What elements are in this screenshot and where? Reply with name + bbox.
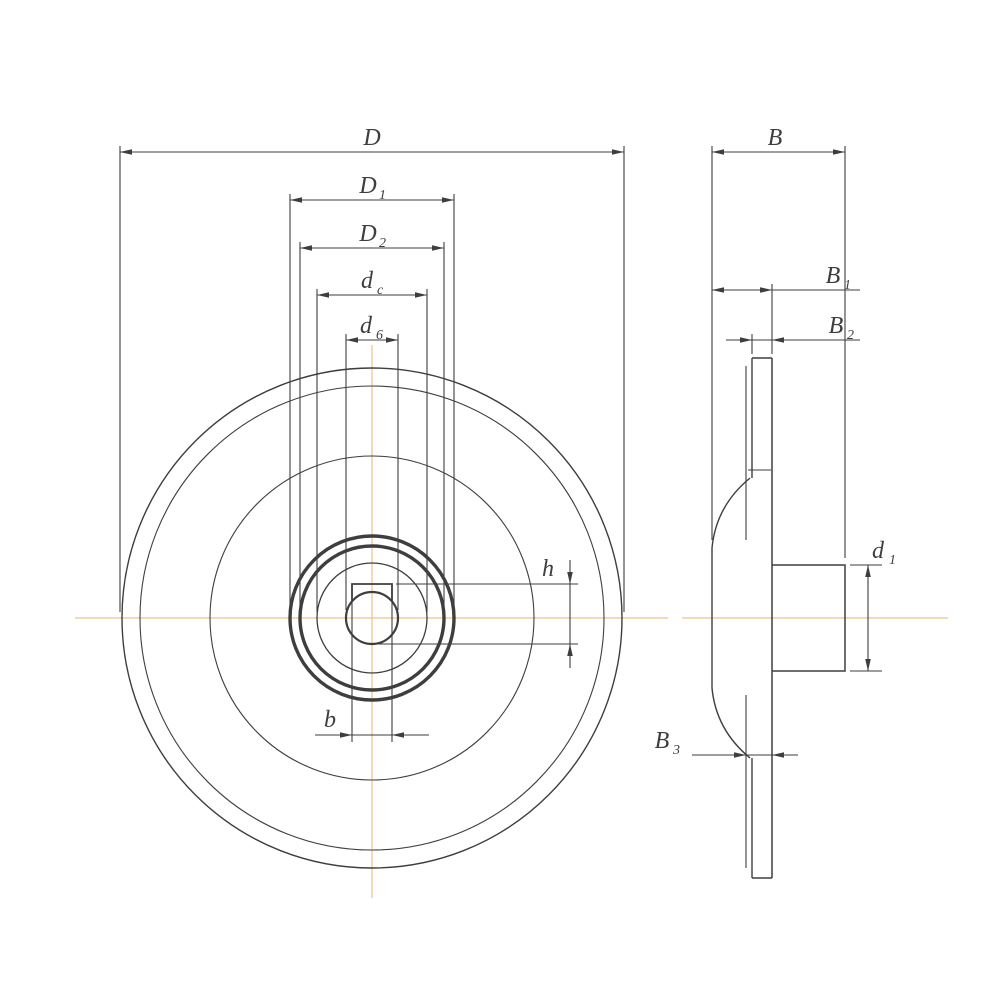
vane-edge-circle: [209, 455, 535, 781]
dim-label-dc-sub: c: [377, 283, 384, 298]
hub-outer-circle: [288, 534, 456, 702]
dim-D2: D 2: [299, 221, 445, 610]
dim-label-B2-sub: 2: [847, 328, 854, 343]
dim-label-dc: d: [361, 268, 374, 294]
dim-label-b: b: [324, 707, 336, 733]
hub-step-circle: [316, 562, 428, 674]
side-view: [711, 357, 846, 879]
dim-B: B: [711, 125, 846, 558]
dim-label-d6: d: [360, 313, 373, 339]
dim-label-d1: d: [872, 538, 885, 564]
dim-h: h: [378, 556, 578, 668]
dim-label-D1-sub: 1: [379, 188, 386, 203]
dim-label-h: h: [542, 556, 554, 582]
centerlines: [75, 345, 948, 898]
rim-inner-circle: [139, 385, 605, 851]
dim-D1: D 1: [289, 173, 455, 610]
dim-label-B1: B: [826, 263, 841, 289]
dim-label-B3-sub: 3: [672, 743, 680, 758]
dim-d1: d 1: [850, 538, 896, 672]
dim-label-D: D: [362, 125, 380, 151]
dim-label-D2-sub: 2: [379, 236, 386, 251]
dim-label-B1-sub: 1: [844, 278, 851, 293]
dimensions: D D 1 D 2 d c: [119, 125, 896, 758]
dim-B1: B 1: [712, 263, 860, 354]
dim-D: D: [119, 125, 625, 612]
dim-label-D2: D: [358, 221, 376, 247]
dim-B2: B 2: [726, 313, 860, 354]
dim-dc: d c: [316, 268, 428, 612]
dim-B3: B 3: [655, 728, 798, 758]
outer-diameter-circle: [121, 367, 623, 869]
dim-label-D1: D: [358, 173, 376, 199]
bore-circle: [344, 590, 400, 646]
dim-label-B3: B: [655, 728, 670, 754]
dim-label-B2: B: [829, 313, 844, 339]
dim-label-d6-sub: 6: [376, 328, 383, 343]
hub-boss: [772, 564, 846, 672]
hub-inner-circle: [298, 544, 446, 692]
dim-label-d1-sub: 1: [889, 553, 896, 568]
dim-b: b: [315, 590, 429, 742]
back-shroud-outline: [711, 477, 751, 759]
dim-label-B: B: [768, 125, 783, 151]
dim-d6: d 6: [345, 313, 399, 610]
